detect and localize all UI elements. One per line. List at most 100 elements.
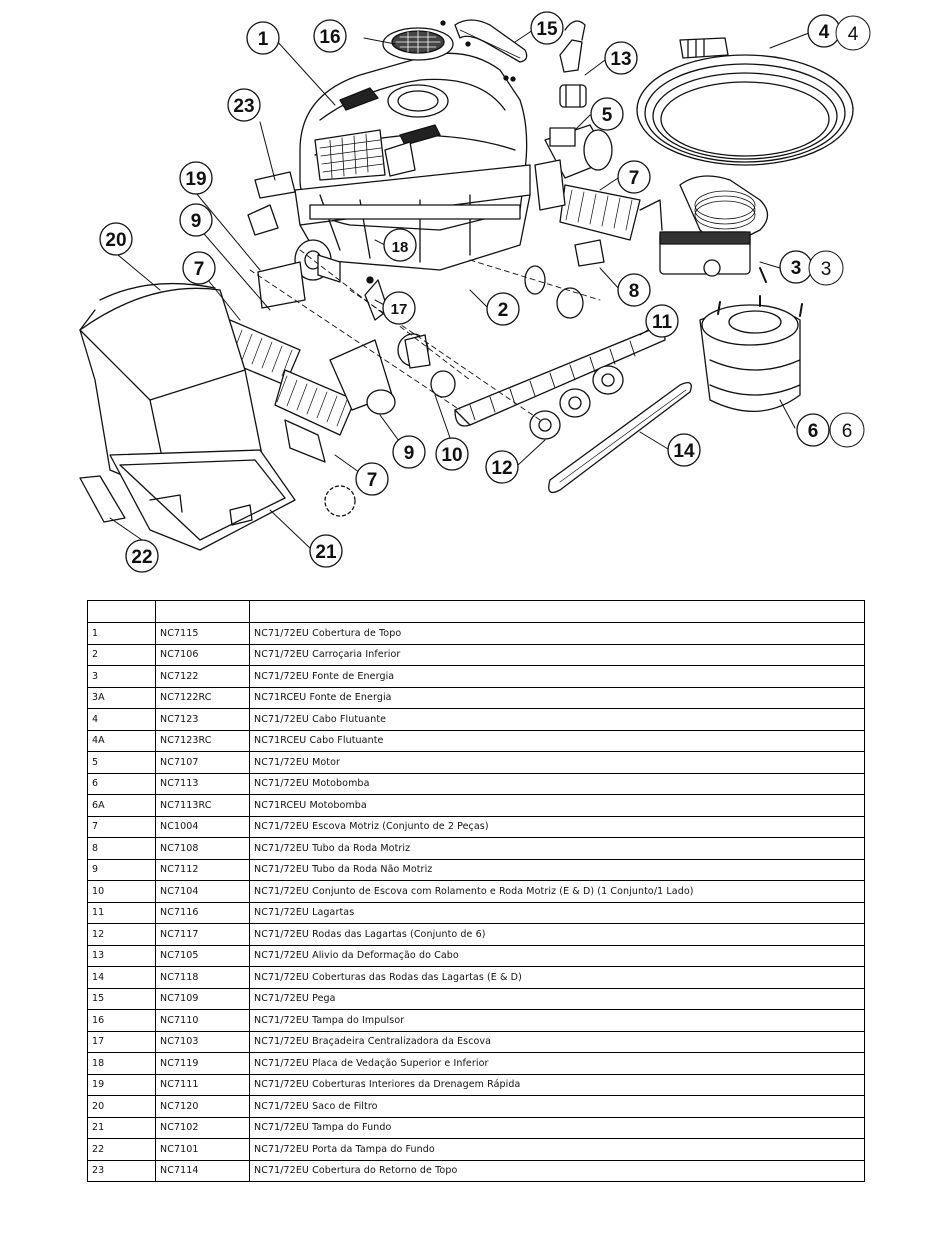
cell-ref: 14 — [87, 966, 156, 989]
strain-relief-drawing — [559, 20, 587, 108]
cell-description: NC71RCEU Fonte de Energia — [249, 686, 865, 709]
cell-description: NC71/72EU Porta da Tampa do Fundo — [249, 1138, 865, 1161]
handle-drawing — [440, 19, 528, 82]
cell-ref: 6A — [87, 794, 156, 817]
cell-description: NC71/72EU Coberturas das Rodas das Lagar… — [249, 966, 865, 989]
cell-description: NC71RCEU Cabo Flutuante — [249, 729, 865, 752]
cell-part-code: NC7110 — [155, 1009, 250, 1032]
callout-11: 11 — [652, 312, 673, 333]
callout-8: 8 — [629, 281, 640, 302]
callout-7-bottom: 7 — [367, 470, 378, 491]
cell-description: NC71/72EU Cobertura do Retorno de Topo — [249, 1159, 865, 1182]
cell-ref: 11 — [87, 901, 156, 924]
cell-ref: 23 — [87, 1159, 156, 1182]
cell-part-code: NC7106 — [155, 643, 250, 666]
cell-part-code: NC7123 — [155, 708, 250, 731]
power-supply-drawing — [639, 175, 769, 283]
cell-part-code: NC7114 — [155, 1159, 250, 1182]
cell-part-code: NC7103 — [155, 1030, 250, 1053]
exploded-parts-diagram: 1 16 15 13 4 23 5 19 7 9 20 18 3 7 8 2 1… — [79, 11, 871, 573]
cell-ref: 12 — [87, 923, 156, 946]
floating-cable-drawing — [636, 37, 854, 166]
callout-7-right: 7 — [629, 168, 640, 189]
cell-ref: 4A — [87, 729, 156, 752]
header-ref — [87, 600, 156, 623]
track-wheel-cover-drawing — [548, 382, 692, 494]
cell-description: NC71/72EU Cabo Flutuante — [249, 708, 865, 731]
callout-3-extra: 3 — [821, 259, 832, 280]
callout-3: 3 — [791, 258, 802, 279]
callout-17: 17 — [391, 301, 408, 318]
header-description — [249, 600, 865, 623]
callout-6-extra: 6 — [842, 421, 853, 442]
cell-ref: 17 — [87, 1030, 156, 1053]
cell-part-code: NC7123RC — [155, 729, 250, 752]
cell-ref: 6 — [87, 772, 156, 795]
cell-part-code: NC7101 — [155, 1138, 250, 1161]
cell-description: NC71/72EU Motor — [249, 751, 865, 774]
callout-10: 10 — [441, 445, 462, 466]
cell-part-code: NC7117 — [155, 923, 250, 946]
cell-ref: 3 — [87, 665, 156, 688]
callout-20: 20 — [105, 230, 126, 251]
cell-part-code: NC7104 — [155, 880, 250, 903]
cell-part-code: NC7107 — [155, 751, 250, 774]
cell-description: NC71RCEU Motobomba — [249, 794, 865, 817]
callout-18: 18 — [392, 239, 409, 256]
cell-description: NC71/72EU Motobomba — [249, 772, 865, 795]
cell-ref: 18 — [87, 1052, 156, 1075]
callout-13: 13 — [610, 49, 631, 70]
callout-15: 15 — [536, 19, 558, 40]
cell-description: NC71/72EU Saco de Filtro — [249, 1095, 865, 1118]
cell-part-code: NC7105 — [155, 944, 250, 967]
cell-ref: 5 — [87, 751, 156, 774]
cell-part-code: NC1004 — [155, 815, 250, 838]
table-header-row — [87, 600, 865, 623]
cell-description: NC71/72EU Fonte de Energia — [249, 665, 865, 688]
cell-description: NC71/72EU Conjunto de Escova com Rolamen… — [249, 880, 865, 903]
filter-bag-drawing — [79, 282, 266, 496]
cell-description: NC71/72EU Carroçaria Inferior — [249, 643, 865, 666]
cell-part-code: NC7112 — [155, 858, 250, 881]
cell-part-code: NC7120 — [155, 1095, 250, 1118]
cell-description: NC71/72EU Tampa do Impulsor — [249, 1009, 865, 1032]
wheel-tubes-drawing — [247, 204, 605, 415]
callout-19: 19 — [185, 169, 206, 190]
callout-16: 16 — [319, 27, 340, 48]
cell-part-code: NC7111 — [155, 1073, 250, 1096]
callout-5: 5 — [602, 105, 613, 126]
cell-description: NC71/72EU Braçadeira Centralizadora da E… — [249, 1030, 865, 1053]
bottom-lid-drawing — [109, 449, 296, 551]
cell-part-code: NC7115 — [155, 622, 250, 645]
cell-description: NC71/72EU Placa de Vedação Superior e In… — [249, 1052, 865, 1075]
cell-ref: 2 — [87, 643, 156, 666]
tracks-drawing — [454, 328, 666, 427]
bottom-lid-door-drawing — [79, 475, 126, 523]
cell-part-code: NC7113 — [155, 772, 250, 795]
cell-ref: 13 — [87, 944, 156, 967]
